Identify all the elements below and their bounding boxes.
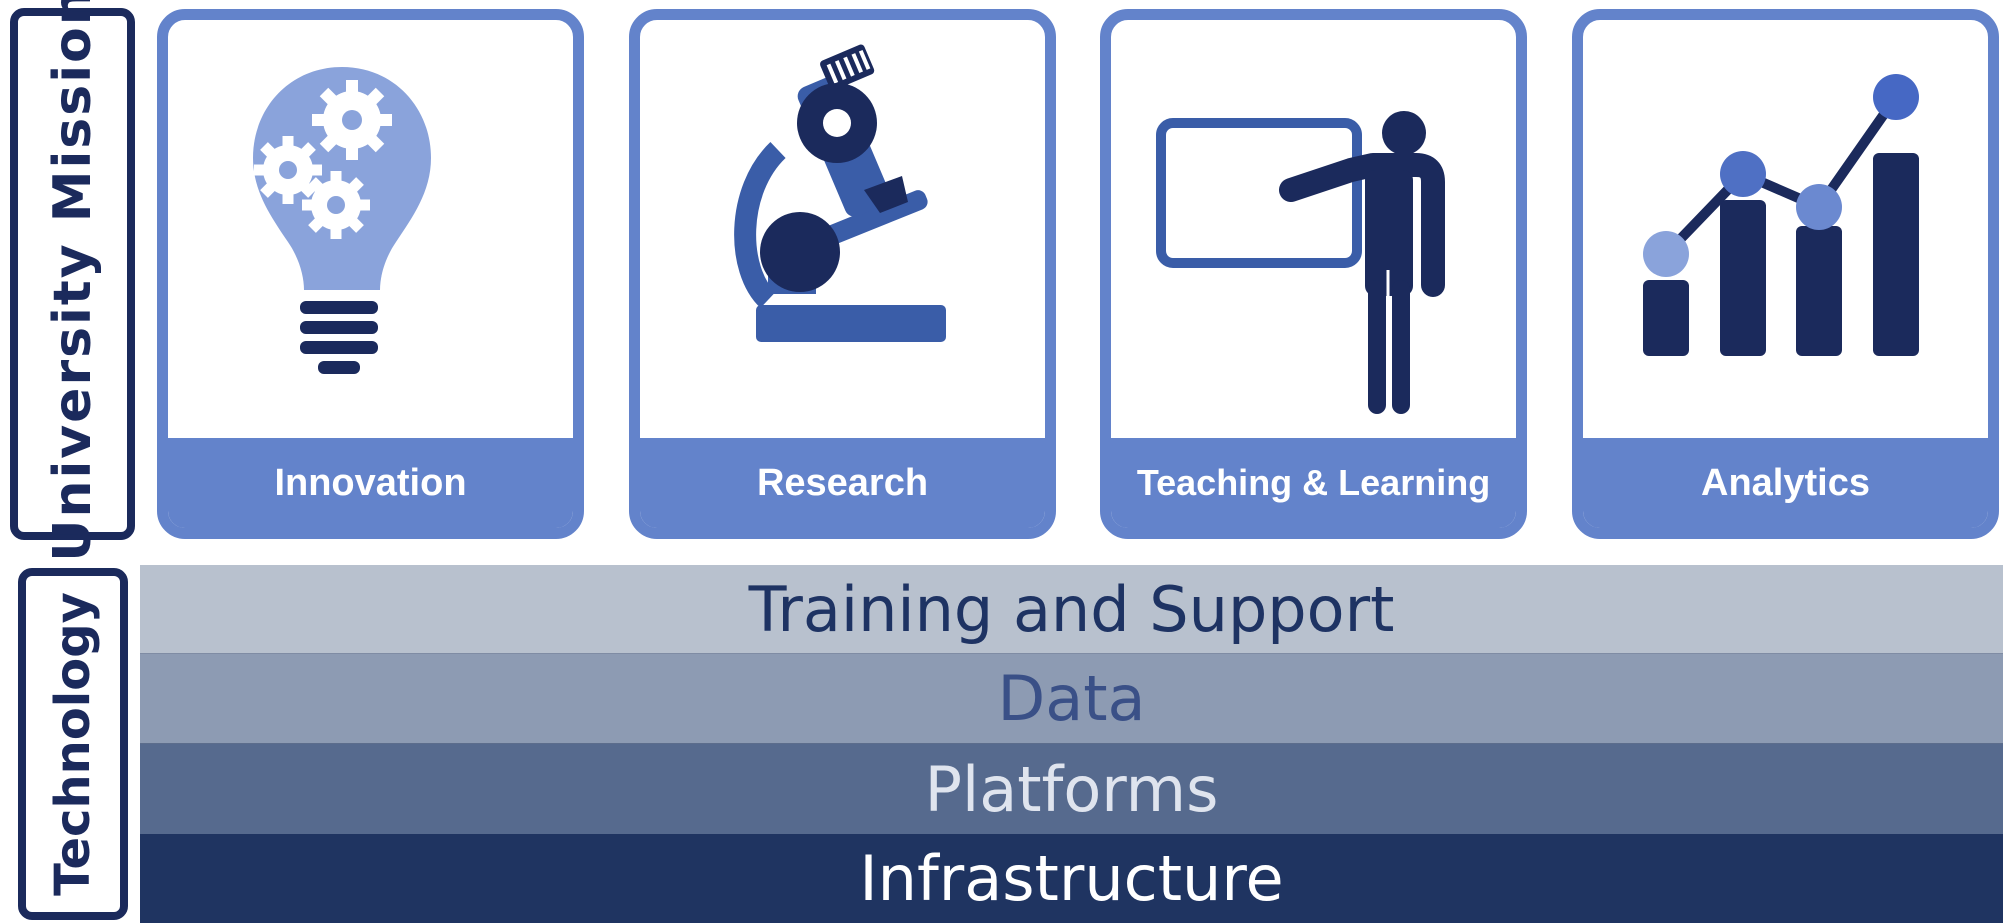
layer-infrastructure: Infrastructure (140, 834, 2003, 923)
technology-label: Technology (18, 568, 128, 920)
mission-card-label: Innovation (168, 438, 573, 528)
microscope-icon (734, 44, 946, 342)
mission-card-label: Analytics (1583, 438, 1988, 528)
layer-platforms: Platforms (140, 744, 2003, 834)
mission-card-teaching-learning: Teaching & Learning (1100, 9, 1527, 539)
university-mission-label: University Mission (10, 0, 135, 562)
teacher-whiteboard-icon (1156, 111, 1445, 414)
mission-card-research: Research (629, 9, 1056, 539)
bar-line-chart-icon (1643, 74, 1919, 356)
layer-training-and-support: Training and Support (140, 565, 2003, 654)
university-mission-text: University Mission (42, 0, 103, 562)
mission-card-label: Teaching & Learning (1111, 438, 1516, 528)
mission-card-innovation: Innovation (157, 9, 584, 539)
lightbulb-gears-icon (253, 67, 431, 374)
technology-text: Technology (45, 592, 101, 896)
layer-data: Data (140, 654, 2003, 744)
mission-card-label: Research (640, 438, 1045, 528)
mission-card-analytics: Analytics (1572, 9, 1999, 539)
